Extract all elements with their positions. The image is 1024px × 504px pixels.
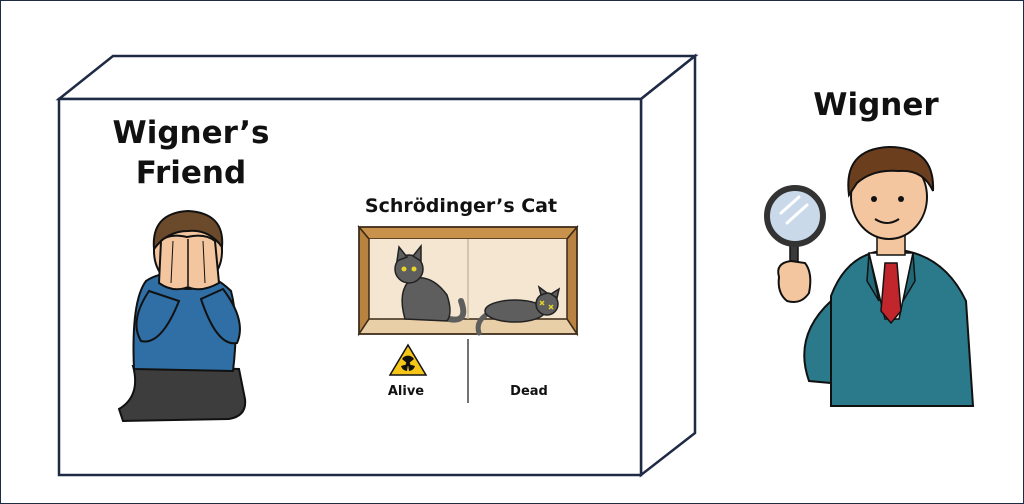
wigner-lapel [902,252,916,302]
alive-cat-head [394,254,424,284]
alive-cat-eye [411,266,417,272]
friend-hair [152,209,224,252]
box-top-face [55,54,699,101]
box-side-face [639,53,697,478]
magnifying-glass-icon [764,185,826,272]
friend-label: Wigner’s Friend [81,113,301,193]
wigner-figure [803,145,975,407]
alive-cat-ear [396,245,409,263]
cat-box-floor [357,318,579,335]
wigner-tie [880,262,902,325]
friend-finger-line [202,240,206,284]
wigner-hand [777,259,812,303]
friend-legs [117,364,247,423]
dead-cat-ear [549,287,561,300]
wigner-hair [847,145,935,198]
wigner-lapel [866,252,880,302]
friend-hands [157,234,221,291]
cat-box-left-wall [358,224,370,337]
dead-label: Dead [510,384,548,399]
dead-cat-ear [537,285,549,296]
friend-finger-line [170,240,174,284]
radiation-hazard-icon [388,343,428,376]
cat-box-back-wall [357,226,579,240]
wigner-suit [830,250,975,407]
wigner-eye [898,196,904,202]
cat-experiment-title: Schrödinger’s Cat [364,195,558,217]
dead-cat-eye [539,300,545,306]
cat-box-right-wall [566,224,578,337]
alive-cat-tail [446,298,467,323]
dead-cat-eye [548,304,554,310]
alive-cat-eye [401,266,407,272]
observer-label: Wigner [813,87,939,123]
alive-cat [394,243,467,323]
cat-box-frame [358,226,578,335]
friend-left-arm [199,287,241,345]
wigner-raised-arm [803,298,832,385]
friend-right-arm [135,289,181,343]
friend-label-line2: Friend [135,155,247,191]
alive-cat-body [401,277,451,322]
alive-cat-ear [411,243,422,263]
friend-label-line1: Wigner’s [112,115,270,151]
wigner-smile [874,218,900,224]
alive-label: Alive [387,384,425,399]
wigner-eye [871,196,877,202]
cat-box [357,224,579,337]
dead-cat [475,285,561,336]
friend-figure [117,209,247,423]
